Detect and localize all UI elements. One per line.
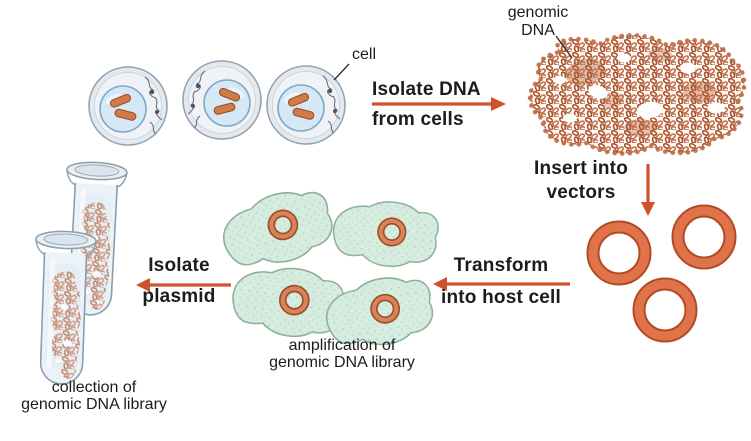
insert-into-vectors-arrow [641, 164, 655, 216]
vector-ring-3 [632, 277, 698, 343]
arrow-head [641, 202, 655, 216]
transform-step-label-line2: into host cell [441, 287, 561, 308]
isolate-dna-arrow [372, 97, 506, 111]
bacterium-3 [229, 261, 347, 343]
isolate-dna-step-label-line1: Isolate DNA [372, 79, 481, 100]
amplification-caption: amplification of genomic DNA library [244, 337, 440, 371]
genomic-dna-label: genomic DNA [500, 4, 576, 40]
arrow-head [433, 277, 447, 291]
arrow-head [136, 278, 150, 292]
insert-vectors-step-label-line2: vectors [546, 182, 616, 203]
collection-caption-line1: collection of [51, 379, 137, 396]
transform-into-host-cell-arrow [433, 277, 570, 291]
cell-label: cell [352, 46, 377, 63]
cell-illustration-2 [182, 60, 262, 140]
genomic-dna-pointer-line [555, 35, 573, 59]
vector-ring-2 [671, 204, 737, 270]
vector-ring-1 [586, 220, 652, 286]
cell-illustration-3 [266, 65, 346, 145]
genomic-dna-label-line2: DNA [521, 22, 555, 39]
transform-step-label-line1: Transform [453, 255, 549, 276]
cell-pointer-line [333, 63, 350, 81]
genomic-dna-label-line1: genomic [507, 4, 569, 21]
isolate-plasmid-step-label-line1: Isolate [148, 255, 210, 276]
collection-caption: collection of genomic DNA library [6, 379, 182, 413]
insert-vectors-step-label-line1: Insert into [533, 158, 629, 179]
cell-illustration-1 [88, 66, 168, 146]
collection-caption-line2: genomic DNA library [21, 396, 167, 413]
isolate-plasmid-step-label-line2: plasmid [142, 286, 216, 307]
bacterium-2 [330, 196, 440, 271]
bacterium-1 [215, 181, 339, 276]
amplification-caption-line1: amplification of [288, 337, 396, 354]
isolate-plasmid-arrow [136, 278, 231, 292]
amplification-caption-line2: genomic DNA library [269, 354, 415, 371]
isolate-dna-step-label-line2: from cells [372, 109, 464, 130]
genomic-dna-mass [530, 35, 744, 153]
arrow-head [491, 97, 506, 111]
